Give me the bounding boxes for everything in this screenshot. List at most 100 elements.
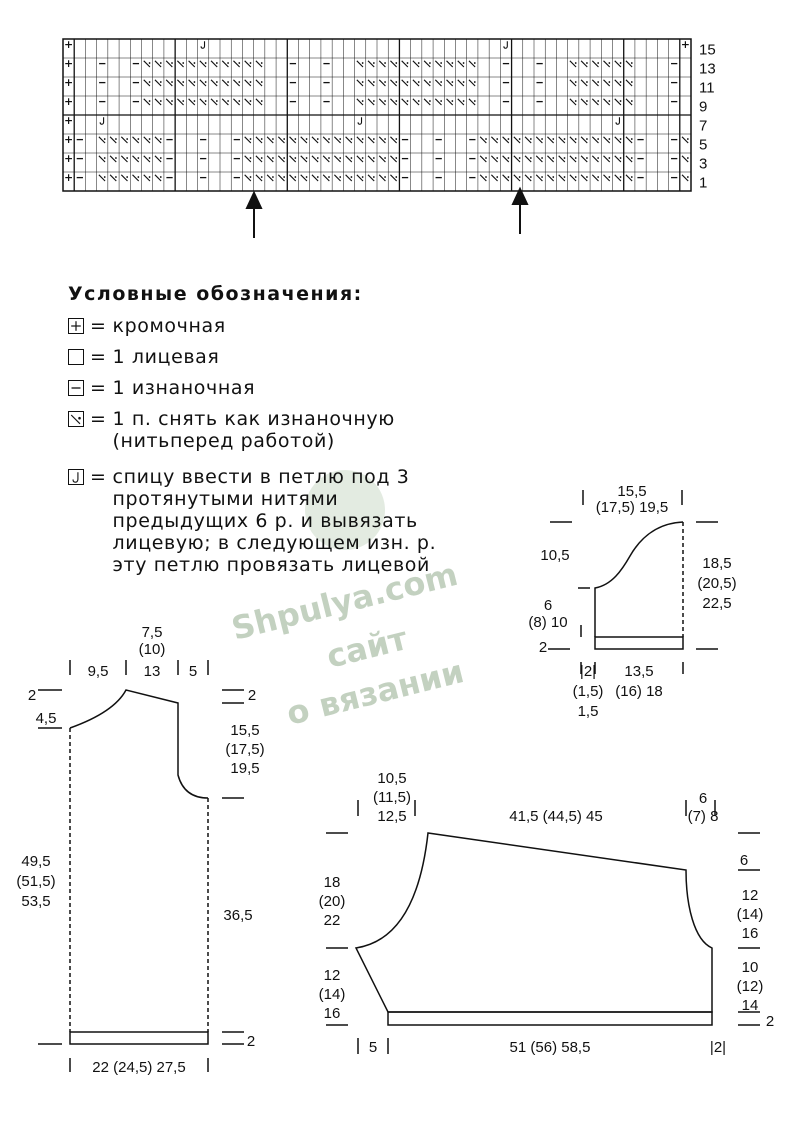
chart-cell [468,79,476,87]
chart-cell [210,79,218,87]
chart-cell [357,117,363,125]
chart-cell [65,155,72,162]
chart-cell [154,155,162,163]
chart-cell [109,174,117,182]
chart-cell [345,155,353,163]
chart-cell [65,174,72,181]
chart-cell [356,79,364,87]
chart-cell [188,98,196,106]
chart-cell [591,155,600,163]
chart-cell [367,79,375,87]
dim-label: (1,5) [573,683,604,700]
dim-label: 16 [324,1005,341,1022]
chart-cell [210,98,218,106]
chart-cell [524,174,532,182]
chart-cell [109,136,117,144]
chart-cell [244,155,252,163]
legend-item: =1 п. снять как изнаночную (нитьперед ра… [68,408,548,452]
arrow-up-icon [511,186,529,234]
chart-cell [390,174,398,182]
chart-cell [99,117,105,125]
chart-cell [300,174,308,182]
dim-label: 6 [544,597,552,614]
chart-cell [367,98,375,106]
chart-cell [468,60,476,68]
chart-cell [535,155,543,163]
chart-cell [233,98,241,106]
row-label: 1 [699,175,707,192]
legend-text: 1 изнаночная [112,377,256,399]
chart-cell [681,136,689,144]
chart-cell [120,136,129,144]
chart-cell [188,60,196,68]
dim-label: 6 [740,852,748,869]
loop-stitch-icon [68,469,84,485]
dim-label: 2 [247,1033,255,1050]
chart-cell [401,79,409,87]
chart-cell [165,79,173,87]
chart-cell [503,41,508,49]
chart-cell [356,136,364,144]
chart-cell [524,136,532,144]
chart-cell [65,41,72,48]
chart-cell [132,136,140,144]
chart-cell [390,60,398,68]
chart-cell [176,60,185,68]
chart-cell [490,174,499,182]
chart-cell [591,174,600,182]
chart-cell [457,98,465,106]
dim-label: 10 [742,959,759,976]
chart-cell [603,174,611,182]
dim-label: 41,5 (44,5) 45 [509,808,602,825]
schematic-front [38,660,244,1072]
row-label: 13 [699,61,716,78]
dim-label: (14) [737,906,764,923]
chart-cell [143,136,151,144]
chart-cell [390,136,398,144]
legend-eq: = [90,315,107,337]
chart-cell [244,136,252,144]
legend-item: =1 изнаночная [68,377,548,399]
chart-cell [446,60,454,68]
dim-label: 2 [28,687,36,704]
chart-cell [625,155,633,163]
dim-label: 12 [324,967,341,984]
dim-label: 10,5 [377,770,406,787]
chart-cell [625,174,633,182]
chart-cell [311,136,319,144]
chart-cell [457,60,465,68]
chart-cell [199,79,207,87]
row-label: 11 [699,80,715,97]
chart-cell [277,136,286,144]
dim-label: 49,5 [21,853,50,870]
chart-cell [98,136,106,144]
dim-label: |2| [580,663,596,680]
chart-cell [603,79,611,87]
chart-cell [233,60,241,68]
chart-cell [591,60,600,68]
chart-cell [580,155,588,163]
dim-label: (7) 8 [688,808,719,825]
chart-cell [423,79,431,87]
chart-cell [322,136,330,144]
row-label: 7 [699,118,707,135]
chart-cell [277,174,286,182]
chart-cell [412,79,420,87]
legend-text: 1 п. снять как изнаночную (нитьперед раб… [112,408,395,452]
chart-cell [547,155,555,163]
chart-cell [356,174,364,182]
row-label: 15 [699,42,716,59]
chart-cell [255,98,263,106]
chart-cell [221,98,229,106]
dim-label: (17,5) [225,741,264,758]
chart-cell [614,98,622,106]
chart-cell [614,136,622,144]
legend-eq: = [90,346,107,368]
chart-cell [132,155,140,163]
chart-cell [367,136,375,144]
chart-cell [333,155,342,163]
chart-cell [300,155,308,163]
chart-cell [378,60,386,68]
chart-cell [513,136,521,144]
